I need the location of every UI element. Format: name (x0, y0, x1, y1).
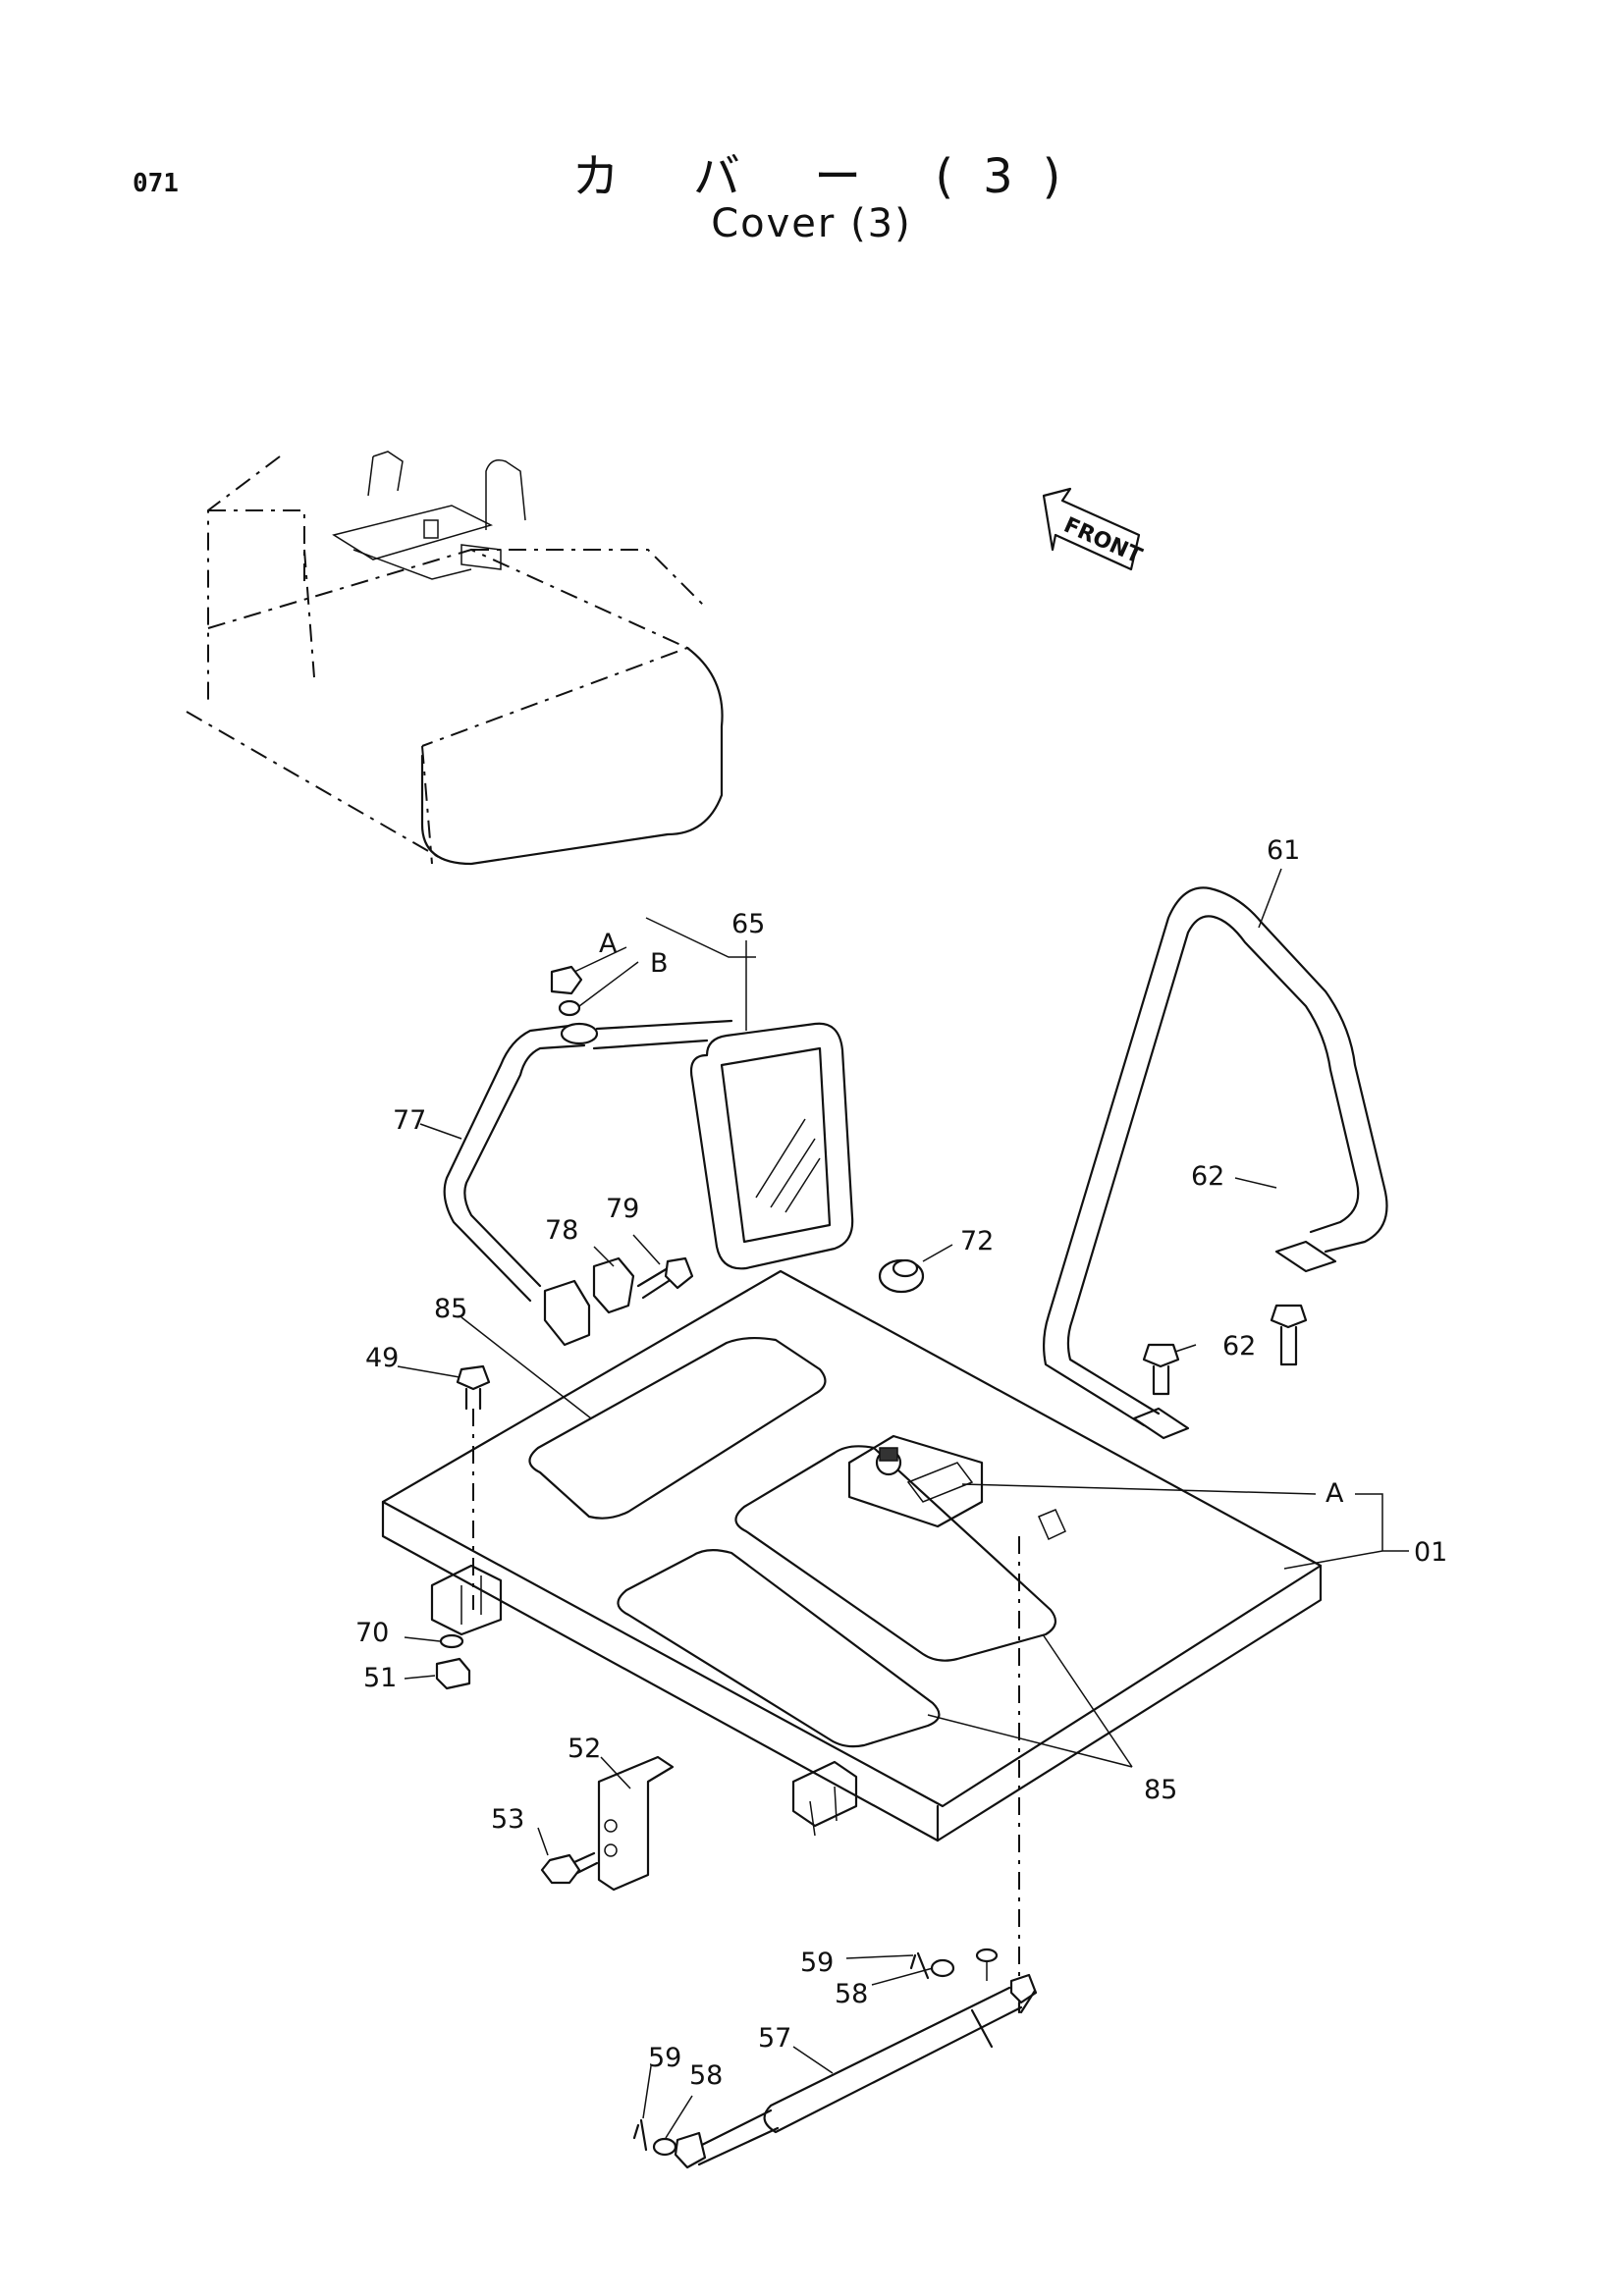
leader-lines (397, 868, 1409, 2139)
callout-62-upper: 62 (1191, 1161, 1224, 1192)
callout-57: 57 (758, 2023, 791, 2054)
callout-52: 52 (568, 1734, 601, 1764)
mirror (689, 1022, 854, 1270)
callout-b-washer: B (650, 948, 669, 979)
callout-85-upper: 85 (434, 1294, 467, 1324)
bolt-49-assembly (435, 1364, 491, 1690)
callout-58-upper: 58 (835, 1979, 868, 2009)
callout-58-lower: 58 (689, 2060, 723, 2091)
mirror-stay (443, 1019, 733, 1347)
gas-spring-57 (632, 1948, 1038, 2169)
cover-plate (381, 1269, 1323, 2012)
front-direction-arrow: FRONT (1042, 487, 1146, 571)
callout-01: 01 (1414, 1537, 1447, 1568)
front-arrow-label: FRONT (1060, 513, 1146, 569)
callout-62-lower: 62 (1222, 1331, 1256, 1362)
callout-79: 79 (606, 1194, 639, 1224)
bracket-52 (540, 1755, 675, 1892)
callout-a-latch: A (1325, 1478, 1344, 1509)
nut-washer-assembly (550, 965, 583, 1017)
handrail (1042, 886, 1388, 1440)
callout-labels: 61 65 A B 77 62 79 78 72 62 85 49 A 01 7… (355, 835, 1447, 2091)
callout-72: 72 (960, 1226, 994, 1256)
callout-61: 61 (1267, 835, 1300, 866)
callout-59-upper: 59 (800, 1948, 834, 1978)
callout-59-lower: 59 (648, 2043, 681, 2073)
page-number: 071 (133, 169, 179, 198)
page-title-japanese: カ バ ー (3) (571, 149, 1091, 204)
callout-65: 65 (731, 909, 765, 939)
bolt-62 (1142, 1304, 1308, 1396)
callout-49: 49 (365, 1343, 399, 1373)
callout-77: 77 (393, 1105, 426, 1136)
callout-70: 70 (355, 1618, 389, 1648)
machine-overview (186, 451, 724, 866)
grommet-72 (878, 1258, 925, 1294)
bolt-79 (636, 1256, 694, 1300)
callout-85-lower: 85 (1144, 1775, 1177, 1805)
callout-78: 78 (545, 1215, 578, 1246)
callout-a-nut: A (599, 929, 618, 959)
page-title-english: Cover (3) (711, 201, 912, 246)
callout-53: 53 (491, 1804, 524, 1835)
callout-51: 51 (363, 1663, 397, 1693)
